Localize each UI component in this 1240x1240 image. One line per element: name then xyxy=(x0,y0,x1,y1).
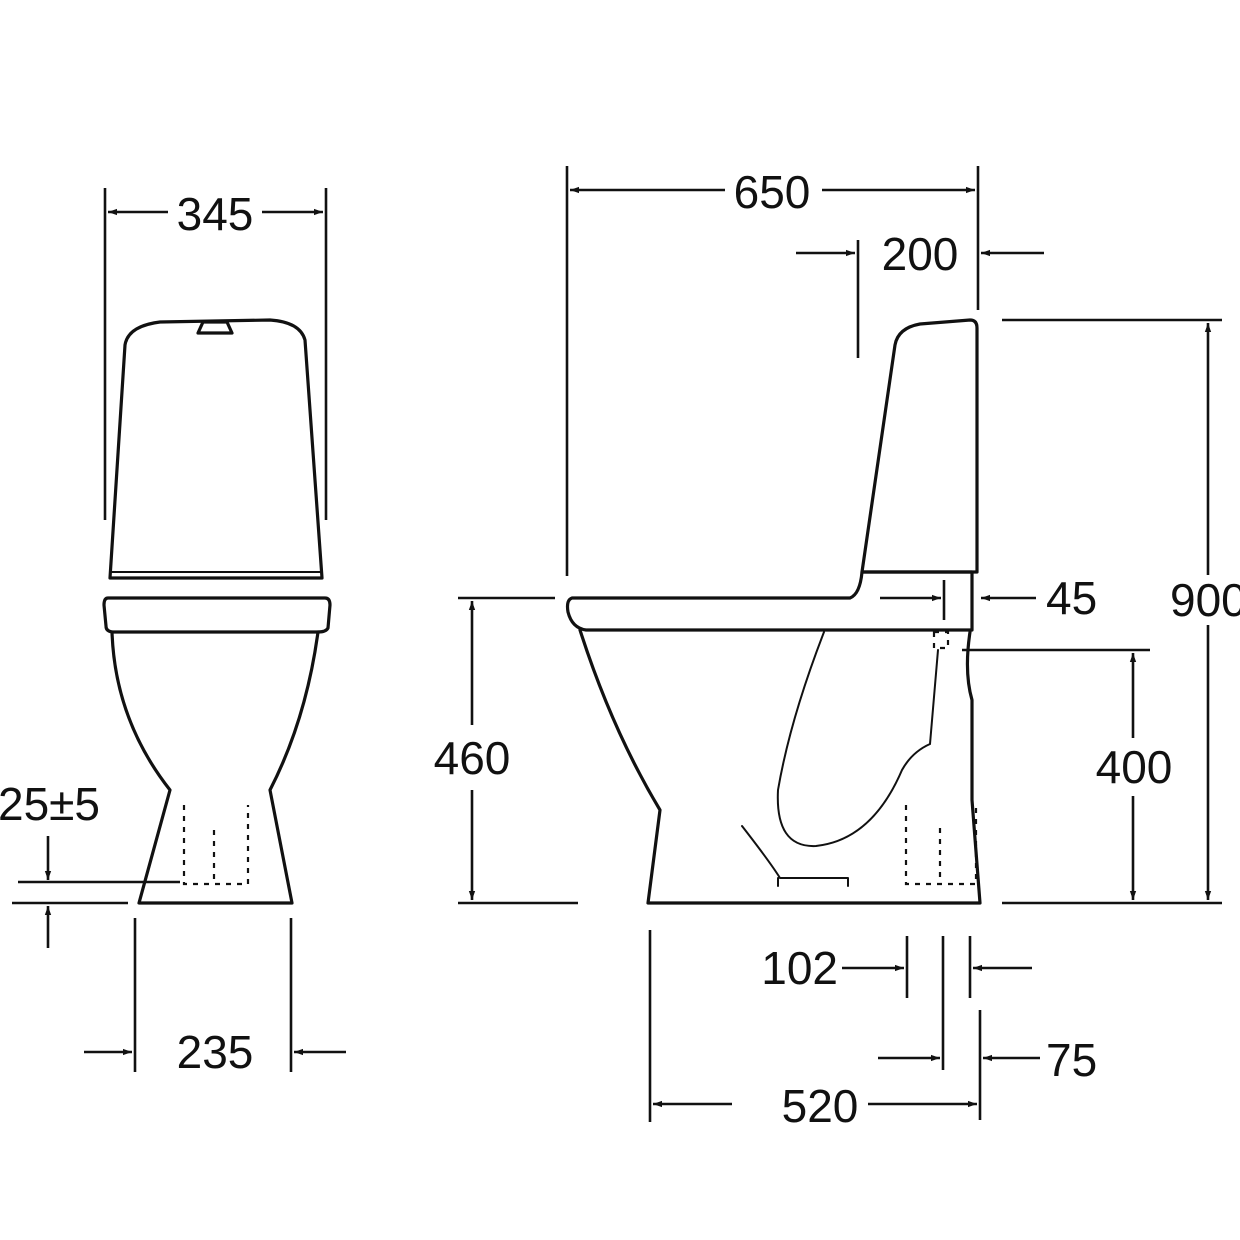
front-tank xyxy=(108,318,324,580)
dim-front-base-width: 235 xyxy=(177,1026,254,1078)
side-hidden-outlet xyxy=(904,805,978,886)
side-view: 650 200 900 460 400 45 102 xyxy=(434,166,1240,1132)
dim-side-wall-gap: 45 xyxy=(1046,572,1097,624)
dim-front-width: 345 xyxy=(177,188,254,240)
front-seat xyxy=(102,596,332,634)
dim-side-outlet-offset: 75 xyxy=(1046,1034,1097,1086)
dim-side-outlet-height: 400 xyxy=(1096,741,1173,793)
dim-side-tank-depth: 200 xyxy=(882,228,959,280)
side-tank xyxy=(860,318,979,574)
front-view: 345 25±5 235 xyxy=(0,188,346,1078)
front-hidden-outlet xyxy=(182,805,250,886)
side-siphon-hook xyxy=(741,825,849,887)
front-bowl xyxy=(110,630,320,905)
dim-side-base-length: 520 xyxy=(782,1080,859,1132)
dim-side-seat-height: 460 xyxy=(434,732,511,784)
side-seat xyxy=(565,570,974,632)
dim-side-outlet-width: 102 xyxy=(761,942,838,994)
dim-side-total-height: 900 xyxy=(1170,574,1240,626)
dim-side-total-length: 650 xyxy=(734,166,811,218)
front-tank-button xyxy=(196,320,234,335)
side-bowl xyxy=(578,628,982,905)
side-connector xyxy=(932,630,950,650)
dim-front-offset: 25±5 xyxy=(0,778,100,830)
side-trap-line xyxy=(776,631,939,848)
